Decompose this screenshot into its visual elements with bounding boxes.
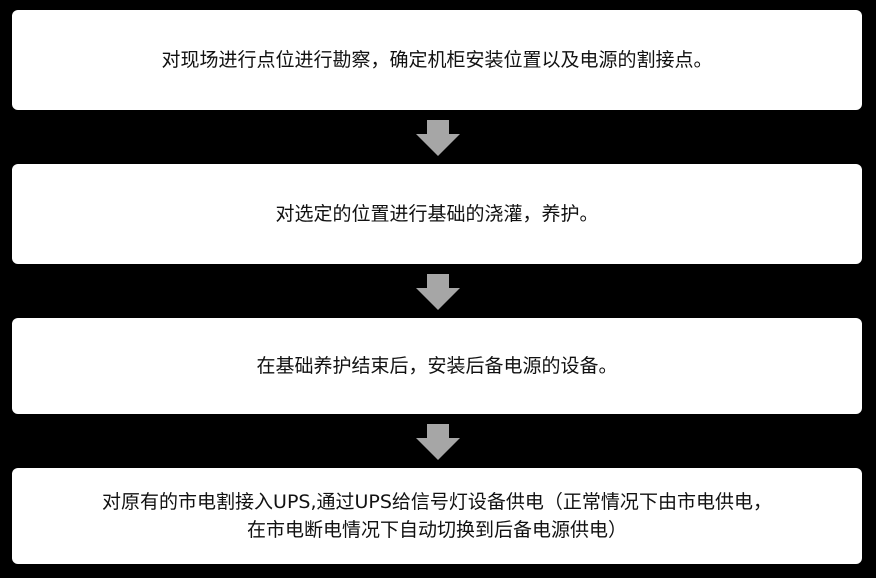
down-arrow-icon [416, 120, 460, 156]
down-arrow-icon [416, 274, 460, 310]
step-1-text: 对现场进行点位进行勘察，确定机柜安装位置以及电源的割接点。 [161, 49, 713, 71]
step-4-box: 对原有的市电割接入UPS,通过UPS给信号灯设备供电（正常情况下由市电供电， 在… [12, 468, 862, 564]
step-3-text: 在基础养护结束后，安装后备电源的设备。 [256, 355, 618, 377]
down-arrow-icon [416, 424, 460, 460]
step-4-line-2: 在市电断电情况下自动切换到后备电源供电） [246, 519, 627, 541]
step-2-box: 对选定的位置进行基础的浇灌，养护。 [12, 164, 862, 264]
step-1-box: 对现场进行点位进行勘察，确定机柜安装位置以及电源的割接点。 [12, 10, 862, 110]
step-2-text: 对选定的位置进行基础的浇灌，养护。 [275, 203, 599, 225]
step-4-text: 对原有的市电割接入UPS,通过UPS给信号灯设备供电（正常情况下由市电供电， 在… [102, 488, 772, 544]
step-3-box: 在基础养护结束后，安装后备电源的设备。 [12, 318, 862, 414]
step-4-line-1: 对原有的市电割接入UPS,通过UPS给信号灯设备供电（正常情况下由市电供电， [102, 491, 772, 513]
